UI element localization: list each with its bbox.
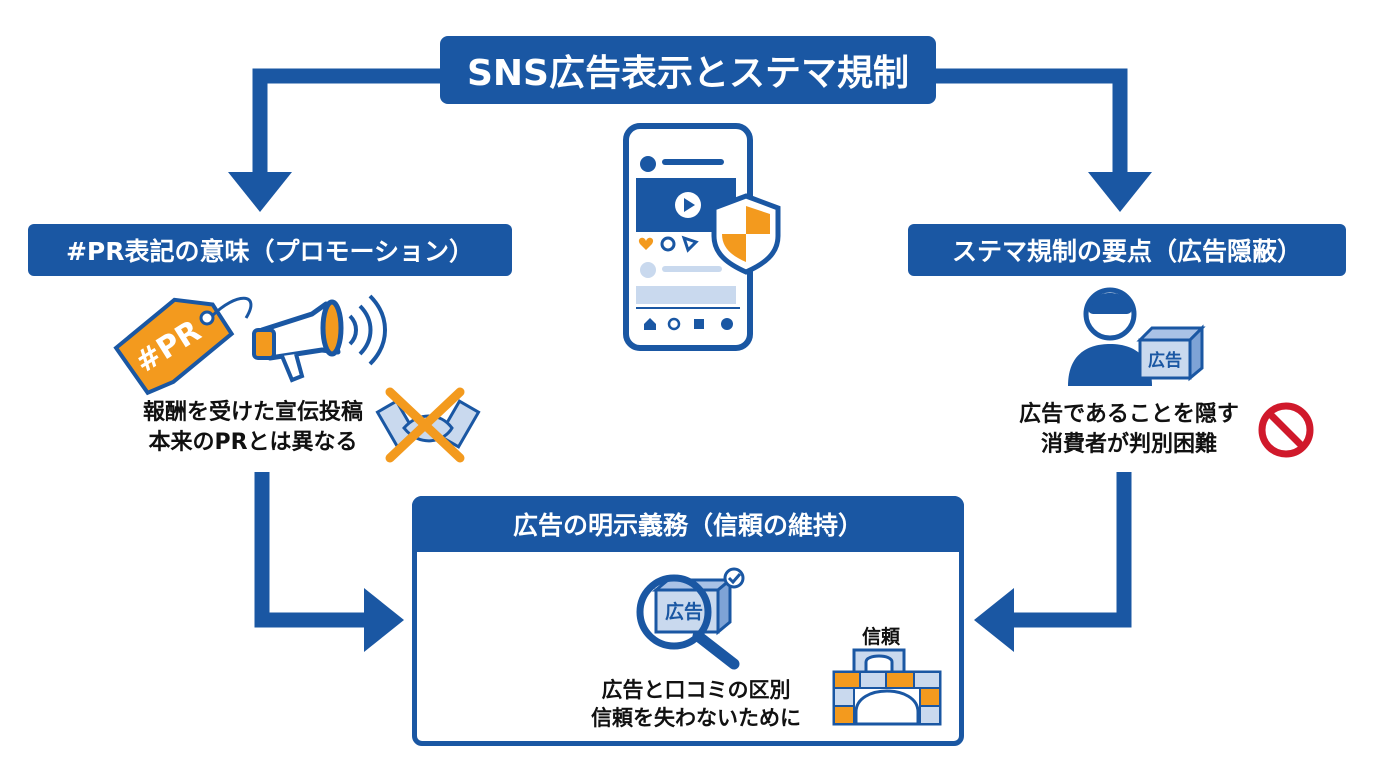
arrow-right-to-bottom bbox=[974, 472, 1132, 652]
ad-box-text: 広告 bbox=[1148, 350, 1182, 371]
left-caption: 報酬を受けた宣伝投稿 本来のPRとは異なる bbox=[128, 398, 378, 458]
diagram-title: SNS広告表示とステマ規制 bbox=[440, 36, 936, 104]
left-caption-line2: 本来のPRとは異なる bbox=[148, 430, 358, 455]
masked-person-icon bbox=[1068, 287, 1152, 386]
bottom-caption-line1: 広告と口コミの区別 bbox=[601, 678, 791, 702]
arrow-title-to-right bbox=[936, 68, 1152, 212]
magnifier-icon: 広告 bbox=[636, 567, 745, 670]
right-caption-line2: 消費者が判別困難 bbox=[1040, 432, 1217, 457]
right-caption: 広告であることを隠す 消費者が判別困難 bbox=[1004, 400, 1254, 460]
prohibited-icon bbox=[1258, 402, 1314, 458]
bottom-caption: 広告と口コミの区別 信頼を失わないために bbox=[546, 676, 846, 732]
right-section-heading: ステマ規制の要点（広告隠蔽） bbox=[908, 224, 1346, 276]
crossed-handshake-icon bbox=[375, 387, 481, 463]
right-caption-line1: 広告であることを隠す bbox=[1019, 402, 1239, 427]
ad-box-icon: 広告 bbox=[1136, 324, 1206, 382]
shield-icon bbox=[711, 193, 781, 275]
left-section-heading: #PR表記の意味（プロモーション） bbox=[28, 224, 512, 276]
pr-tag-icon: #PR bbox=[113, 296, 253, 396]
trust-label: 信頼 bbox=[862, 626, 901, 648]
trust-bridge-icon bbox=[832, 648, 942, 726]
bottom-caption-line2: 信頼を失わないために bbox=[591, 706, 801, 730]
megaphone-icon bbox=[252, 294, 387, 383]
arrow-title-to-left bbox=[228, 68, 440, 212]
arrow-left-to-bottom bbox=[254, 472, 404, 652]
bottom-section-heading: 広告の明示義務（信頼の維持） bbox=[412, 496, 964, 552]
magnifier-text: 広告 bbox=[665, 600, 703, 623]
left-caption-line1: 報酬を受けた宣伝投稿 bbox=[142, 400, 363, 425]
